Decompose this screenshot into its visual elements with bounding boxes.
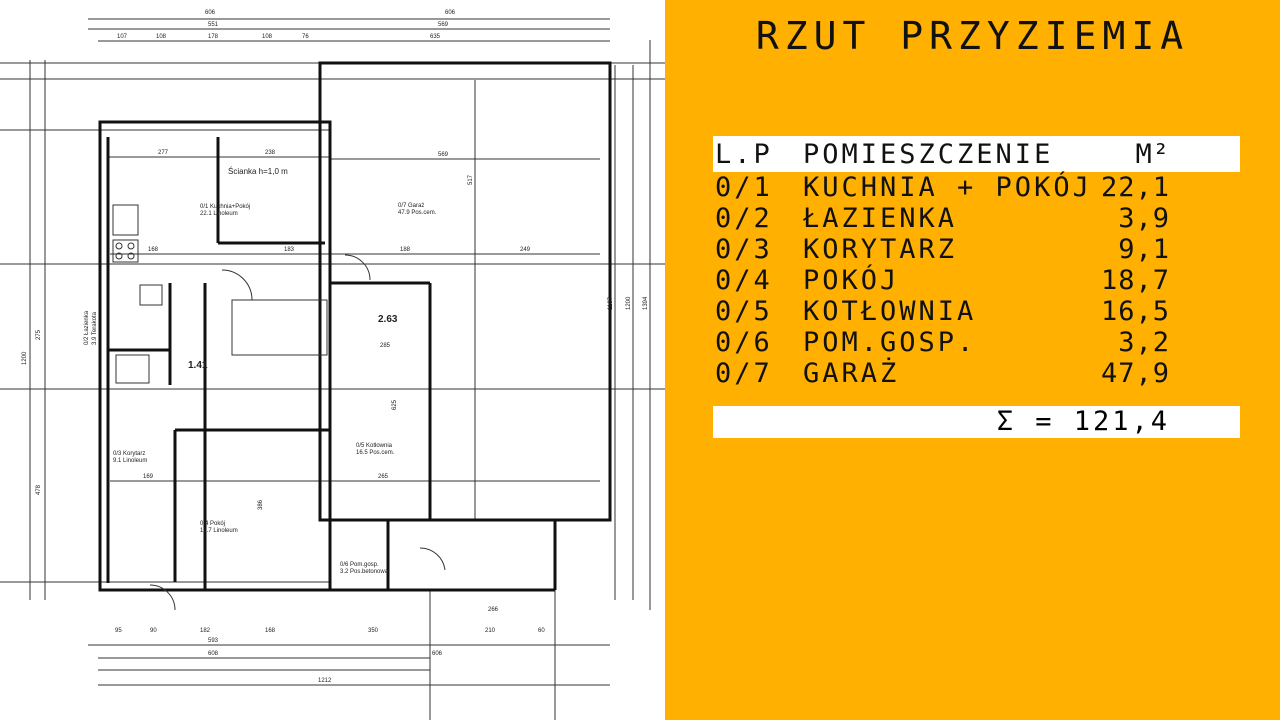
row-area: 9,1 — [1118, 234, 1170, 265]
dim-label: 569 — [438, 152, 449, 158]
total-row: Σ = 121,4 — [713, 406, 1240, 438]
room-info-06: 3.2 Pos.betonowa — [340, 569, 389, 575]
dim-label: 90 — [150, 628, 157, 634]
room-schedule-panel: RZUT PRZYZIEMIA L.P POMIESZCZENIE M² 0/1… — [665, 0, 1280, 720]
floor-plan-svg: 0/1 Kuchnia+Pokój 22.1 Linoleum 0/7 Gara… — [0, 10, 665, 720]
level-mark-2: 2.63 — [378, 314, 398, 325]
row-area: 47,9 — [1100, 358, 1170, 389]
dim-label: 238 — [265, 150, 276, 156]
room-label-03: 0/3 Korytarz — [113, 451, 145, 457]
header-room: POMIESZCZENIE — [803, 139, 1054, 170]
dim-label: 95 — [115, 628, 122, 634]
room-label-04: 0/4 Pokój — [200, 521, 225, 527]
dim-label: 635 — [430, 34, 441, 40]
dim-label: 350 — [368, 628, 379, 634]
dim-label: 1167 — [608, 296, 614, 310]
dim-label: 183 — [284, 247, 295, 253]
dim-label: 188 — [400, 247, 411, 253]
dim-label: 265 — [378, 474, 389, 480]
wall-note: Ścianka h=1,0 m — [228, 167, 288, 176]
total-area: Σ = 121,4 — [996, 406, 1170, 437]
page-title: RZUT PRZYZIEMIA — [755, 14, 1190, 58]
row-room: POKÓJ — [803, 265, 900, 296]
dim-label: 1394 — [643, 296, 649, 310]
dim-label: 107 — [117, 34, 128, 40]
row-lp: 0/2 — [715, 203, 773, 234]
dim-label: 386 — [258, 499, 264, 510]
dim-label: 606 — [445, 10, 456, 16]
row-area: 22,1 — [1100, 172, 1170, 203]
row-area: 3,9 — [1118, 203, 1170, 234]
walls — [98, 61, 612, 592]
dim-label: 60 — [538, 628, 545, 634]
floor-plan-drawing: 0/1 Kuchnia+Pokój 22.1 Linoleum 0/7 Gara… — [0, 10, 665, 720]
dim-label: 249 — [520, 247, 531, 253]
dim-label: 517 — [468, 174, 474, 185]
room-info-05: 16.5 Pos.cem. — [356, 450, 395, 456]
row-lp: 0/5 — [715, 296, 773, 327]
dim-label: 1200 — [626, 296, 632, 310]
row-lp: 0/7 — [715, 358, 773, 389]
dim-label: 1212 — [318, 678, 332, 684]
dim-label: 168 — [265, 628, 276, 634]
row-lp: 0/3 — [715, 234, 773, 265]
dim-label: 178 — [208, 34, 219, 40]
dim-label: 275 — [36, 329, 42, 340]
row-room: KOTŁOWNIA — [803, 296, 977, 327]
dim-label: 210 — [485, 628, 496, 634]
dim-label: 108 — [156, 34, 167, 40]
dim-label: 593 — [208, 638, 219, 644]
room-info-04: 18.7 Linoleum — [200, 528, 238, 534]
level-mark-1: 1.41 — [188, 360, 208, 371]
room-info-01: 22.1 Linoleum — [200, 211, 238, 217]
row-room: KORYTARZ — [803, 234, 958, 265]
dim-label: 168 — [148, 247, 159, 253]
dim-label: 606 — [432, 651, 443, 657]
dim-label: 551 — [208, 22, 219, 28]
dim-label: 285 — [380, 343, 391, 349]
dim-label: 266 — [488, 607, 499, 613]
row-room: KUCHNIA + POKÓJ — [803, 172, 1092, 203]
dim-label: 277 — [158, 150, 169, 156]
row-lp: 0/4 — [715, 265, 773, 296]
dim-label: 608 — [208, 651, 219, 657]
row-area: 16,5 — [1100, 296, 1170, 327]
room-label-02: 0/2 Łazienka — [84, 310, 90, 345]
room-label-06: 0/6 Pom.gosp. — [340, 562, 379, 568]
dim-label: 108 — [262, 34, 273, 40]
row-lp: 0/6 — [715, 327, 773, 358]
dim-label: 478 — [36, 484, 42, 495]
row-lp: 0/1 — [715, 172, 773, 203]
dim-label: 76 — [302, 34, 309, 40]
room-label-05: 0/5 Kotłownia — [356, 443, 393, 449]
table-header-bg — [713, 136, 1240, 172]
row-room: POM.GOSP. — [803, 327, 977, 358]
room-info-03: 9.1 Linoleum — [113, 458, 147, 464]
row-area: 18,7 — [1100, 265, 1170, 296]
dim-label: 182 — [200, 628, 211, 634]
room-info-07: 47.9 Pos.cem. — [398, 210, 437, 216]
header-lp: L.P — [715, 139, 773, 170]
dim-label: 1200 — [22, 351, 28, 365]
dim-label: 606 — [205, 10, 216, 16]
room-label-07: 0/7 Garaż — [398, 203, 424, 209]
row-room: ŁAZIENKA — [803, 203, 958, 234]
dim-label: 169 — [143, 474, 154, 480]
room-info-02: 3.9 Terakota — [92, 311, 98, 345]
room-label-01: 0/1 Kuchnia+Pokój — [200, 204, 250, 210]
row-room: GARAŻ — [803, 358, 900, 389]
dim-label: 569 — [438, 22, 449, 28]
header-area: M² — [1135, 139, 1170, 170]
dim-label: 625 — [392, 399, 398, 410]
fixtures — [112, 204, 446, 611]
row-area: 3,2 — [1118, 327, 1170, 358]
